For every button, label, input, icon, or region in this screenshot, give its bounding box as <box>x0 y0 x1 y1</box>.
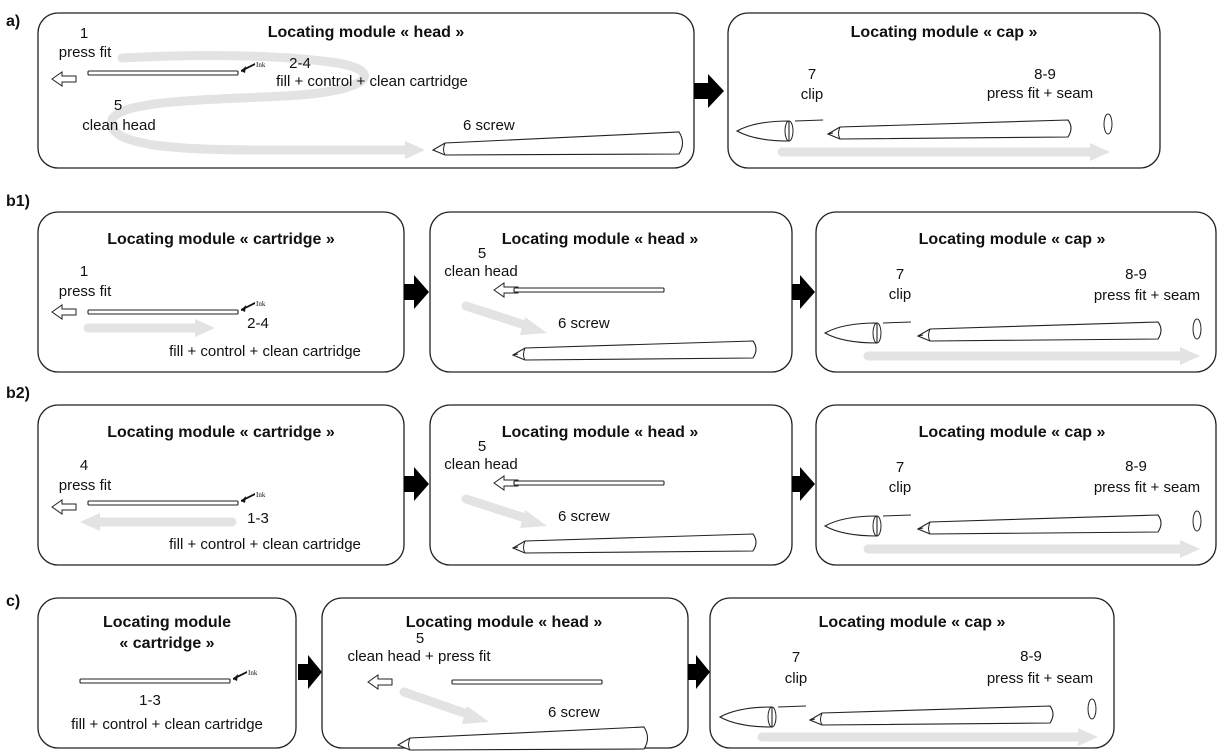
row-c-head-flow-arrowhead <box>462 706 489 724</box>
row-b2-cartridge-drawing <box>87 500 239 506</box>
row-b1-cap-title: Locating module « cap » <box>919 231 1106 248</box>
row-c-step-text: fill + control + clean cartridge <box>71 716 263 733</box>
row-a-ink-label: Ink <box>256 61 266 69</box>
row-b2-step-left-text: press fit <box>59 477 112 494</box>
row-b2-step7-text: clip <box>889 479 912 496</box>
row-b1-head-flow <box>461 301 533 331</box>
row-a-flow-arrowhead <box>405 141 425 159</box>
row-b1-step-left-number: 1 <box>80 263 88 280</box>
row-b2-step7-number: 7 <box>896 459 904 476</box>
row-b1-step6-text: 6 screw <box>558 315 610 332</box>
row-a-step24-text: fill + control + clean cartridge <box>276 73 468 90</box>
row-a-cartridge-drawing <box>87 70 239 76</box>
row-b1-label: b1) <box>6 193 30 210</box>
row-a-step1-text: press fit <box>59 44 112 61</box>
row-a-cap-title: Locating module « cap » <box>851 24 1038 41</box>
row-c-cartridge-module <box>37 597 297 749</box>
row-a-step6-text: 6 screw <box>463 117 515 134</box>
row-b1-step7-number: 7 <box>896 266 904 283</box>
row-c-cap-title: Locating module « cap » <box>819 614 1006 631</box>
row-c-step89-text: press fit + seam <box>987 670 1093 687</box>
row-b1-step5-number: 5 <box>478 245 486 262</box>
row-a-cap-flow-arrowhead <box>1090 143 1110 161</box>
row-b2-head-flow-arrowhead <box>520 510 547 528</box>
row-a-step1-number: 1 <box>80 25 88 42</box>
row-b2-cap-flow-arrowhead <box>1180 540 1200 558</box>
row-b2-head-flow <box>461 494 533 524</box>
row-c-cartridge-title-line2: « cartridge » <box>119 635 214 652</box>
row-c-step7-text: clip <box>785 670 808 687</box>
row-a-label: a) <box>6 13 20 30</box>
row-b1-step-left-text: press fit <box>59 283 112 300</box>
row-b2-step89-text: press fit + seam <box>1094 479 1200 496</box>
row-b1-cartridge-drawing <box>87 309 239 315</box>
row-b2-step5-number: 5 <box>478 438 486 455</box>
row-a-step89-number: 8-9 <box>1034 66 1056 83</box>
row-b1-step-right-text: fill + control + clean cartridge <box>169 343 361 360</box>
row-c-step-number: 1-3 <box>139 692 161 709</box>
row-c-step6-text: 6 screw <box>548 704 600 721</box>
row-b1-step7-text: clip <box>889 286 912 303</box>
row-c-head-cartridge-drawing <box>451 679 603 685</box>
row-b1-next-arrow-1 <box>404 275 429 309</box>
row-b1-head-cartridge-drawing <box>513 287 665 293</box>
row-b2-cap-title: Locating module « cap » <box>919 424 1106 441</box>
row-c-step7-number: 7 <box>792 649 800 666</box>
row-b2-step6-text: 6 screw <box>558 508 610 525</box>
row-b2-step89-number: 8-9 <box>1125 458 1147 475</box>
row-a-step5-text: clean head <box>82 117 155 134</box>
row-a-step24-number: 2-4 <box>289 55 311 72</box>
row-b2-cartridge-flow-arrowhead <box>80 513 100 531</box>
row-c-cartridge-title-line1: Locating module <box>103 614 231 631</box>
row-c-head-title: Locating module « head » <box>406 614 603 631</box>
row-b1-head-title: Locating module « head » <box>502 231 699 248</box>
row-b2-label: b2) <box>6 385 30 402</box>
row-c-step5-text: clean head + press fit <box>347 648 491 665</box>
row-b2-step-right-number: 1-3 <box>247 510 269 527</box>
row-b1-next-arrow-2 <box>792 275 815 309</box>
row-a-head-title: Locating module « head » <box>268 24 465 41</box>
row-b2-step-right-text: fill + control + clean cartridge <box>169 536 361 553</box>
row-c-next-arrow-2 <box>688 655 710 689</box>
row-b1-cartridge-title: Locating module « cartridge » <box>107 231 335 248</box>
row-b1-step89-text: press fit + seam <box>1094 287 1200 304</box>
row-b2-head-title: Locating module « head » <box>502 424 699 441</box>
row-a-step7-text: clip <box>801 86 824 103</box>
row-b2-next-arrow-2 <box>792 467 815 501</box>
row-b1-ink-label: Ink <box>256 300 266 308</box>
row-b1-cap-flow-arrowhead <box>1180 347 1200 365</box>
row-a-step7-number: 7 <box>808 66 816 83</box>
row-b2-cartridge-title: Locating module « cartridge » <box>107 424 335 441</box>
row-a-step5-number: 5 <box>114 97 122 114</box>
row-b2-head-cartridge-drawing <box>513 480 665 486</box>
row-a-step89-text: press fit + seam <box>987 85 1093 102</box>
row-b1-step-right-number: 2-4 <box>247 315 269 332</box>
row-c-next-arrow-1 <box>298 655 322 689</box>
row-c-step5-number: 5 <box>416 630 424 647</box>
row-c-ink-label: Ink <box>248 669 258 677</box>
row-c-cap-flow-arrowhead <box>1078 728 1098 746</box>
row-a-next-arrow <box>694 74 724 108</box>
row-b2-next-arrow-1 <box>404 467 429 501</box>
row-b2-step5-text: clean head <box>444 456 517 473</box>
row-b1-cartridge-flow-arrowhead <box>195 319 215 337</box>
row-c-label: c) <box>6 593 20 610</box>
row-a-flow-path <box>107 50 410 155</box>
row-b2-ink-label: Ink <box>256 491 266 499</box>
row-b2-step-left-number: 4 <box>80 457 88 474</box>
row-c-step89-number: 8-9 <box>1020 648 1042 665</box>
row-c-head-flow <box>399 687 475 720</box>
row-b1-step5-text: clean head <box>444 263 517 280</box>
row-b1-step89-number: 8-9 <box>1125 266 1147 283</box>
row-b1-head-flow-arrowhead <box>520 317 547 335</box>
row-c-cartridge-drawing <box>79 678 231 684</box>
